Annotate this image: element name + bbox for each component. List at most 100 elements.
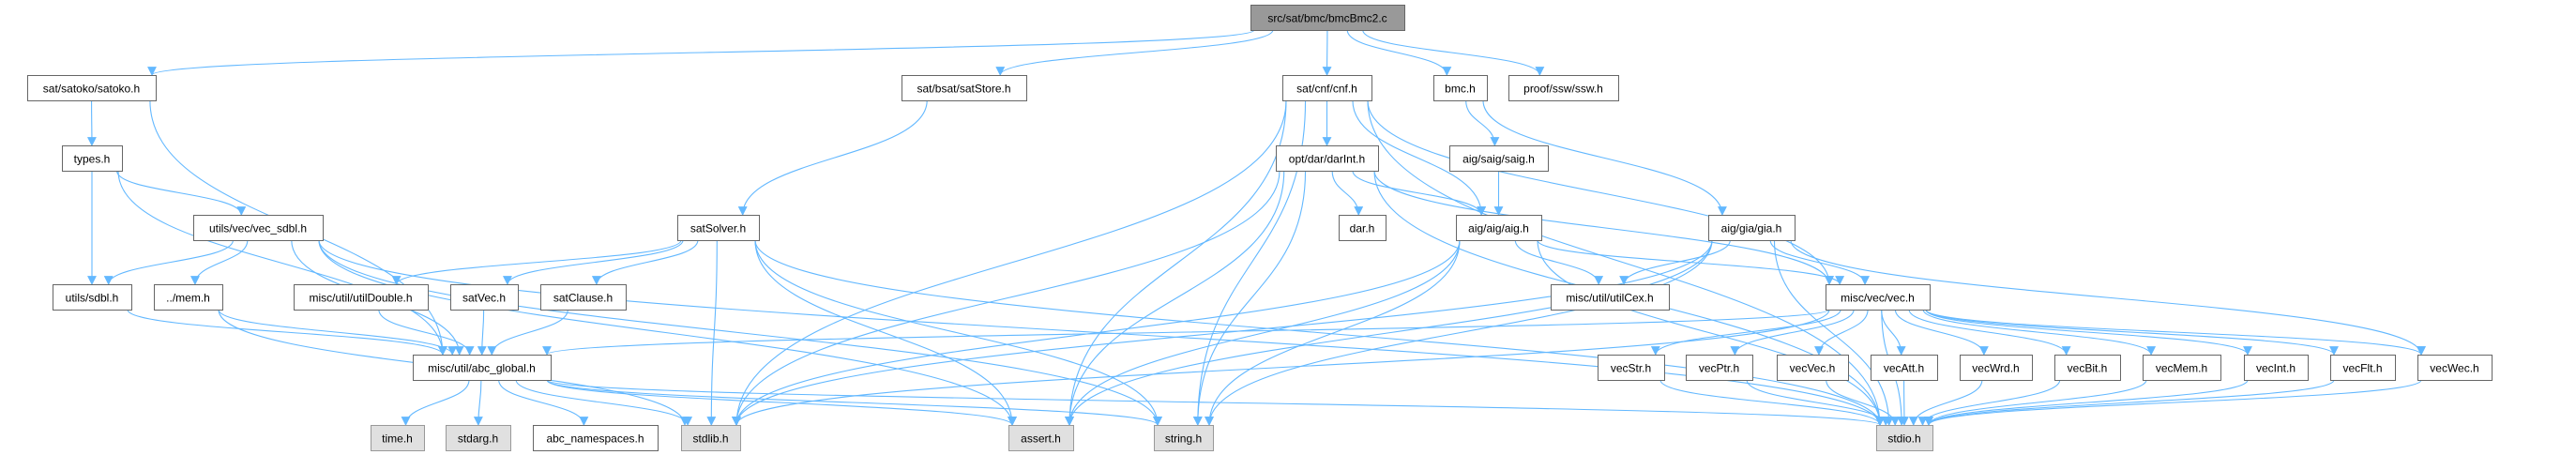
edge-vec-to-vecFlt <box>1925 309 2339 356</box>
node-box <box>2244 355 2309 381</box>
edge-vec-to-stdlib <box>732 309 1830 426</box>
edge-vecWrd-to-stdio <box>1908 379 1983 426</box>
node-label: vecVec.h <box>1790 362 1836 375</box>
node-box <box>154 284 223 311</box>
node-box <box>1876 425 1933 451</box>
node-sdbl[interactable]: utils/sdbl.h <box>53 284 132 311</box>
node-label: assert.h <box>1021 432 1061 446</box>
edge-vec_sdbl-to-sdbl <box>103 239 234 285</box>
node-satVec[interactable]: satVec.h <box>450 284 519 311</box>
edge-abc_global-to-time <box>401 379 470 426</box>
edge-gia-to-assert <box>1065 239 1713 426</box>
edge-abc_global-to-string <box>546 379 1162 426</box>
node-vecStr[interactable]: vecStr.h <box>1598 355 1665 381</box>
edge-satSolver-to-string <box>754 239 1162 426</box>
edge-vec-to-vecMem <box>1922 309 2156 356</box>
edge-aig-to-stdio <box>1537 239 1885 426</box>
nodes-layer: src/sat/bmc/bmcBmc2.c sat/satoko/satoko.h… <box>27 5 2493 451</box>
node-aig[interactable]: aig/aig/aig.h <box>1456 215 1542 241</box>
node-time: time.h <box>371 425 425 451</box>
node-satoko[interactable]: sat/satoko/satoko.h <box>27 75 157 101</box>
node-box <box>27 75 157 101</box>
node-utilDouble[interactable]: misc/util/utilDouble.h <box>294 284 429 311</box>
edge-gia-to-utilCex <box>1619 239 1731 285</box>
edge-satSolver-to-utilDouble <box>391 239 682 285</box>
node-vecWec[interactable]: vecWec.h <box>2417 355 2493 381</box>
edge-vec-to-vecBit <box>1908 309 2071 356</box>
node-abc-global[interactable]: misc/util/abc_global.h <box>413 355 552 381</box>
edge-satSolver-to-stdio <box>754 239 1885 426</box>
node-label: satClause.h <box>553 292 613 305</box>
edge-abc_global-to-stdarg <box>473 379 483 426</box>
node-vecPtr[interactable]: vecPtr.h <box>1686 355 1753 381</box>
node-ssw[interactable]: proof/ssw/ssw.h <box>1508 75 1619 101</box>
node-box <box>2417 355 2493 381</box>
node-saig[interactable]: aig/saig/saig.h <box>1449 145 1549 172</box>
edge-gia-to-vecWec <box>1790 239 2426 356</box>
node-vecInt[interactable]: vecInt.h <box>2244 355 2309 381</box>
node-types[interactable]: types.h <box>62 145 123 172</box>
node-box <box>413 355 552 381</box>
edge-satSolver-to-assert <box>754 239 1017 426</box>
node-satClause[interactable]: satClause.h <box>540 284 627 311</box>
node-label: misc/vec/vec.h <box>1841 292 1915 305</box>
edge-darInt-to-stdlib <box>732 170 1280 426</box>
node-cnf[interactable]: sat/cnf/cnf.h <box>1282 75 1372 101</box>
node-box <box>1282 75 1372 101</box>
edge-darInt-to-dar <box>1331 170 1364 216</box>
node-box <box>446 425 511 451</box>
node-bmc[interactable]: bmc.h <box>1433 75 1488 101</box>
edge-abc_global-to-abc_namespaces <box>498 379 589 426</box>
node-label: misc/util/utilCex.h <box>1566 292 1653 305</box>
edge-vecFlt-to-stdio <box>1924 379 2335 426</box>
node-vec[interactable]: misc/vec/vec.h <box>1826 284 1931 311</box>
edge-aig-to-string <box>1205 239 1461 426</box>
edge-cnf-to-stdio <box>1367 99 1885 426</box>
node-label: opt/dar/darInt.h <box>1289 153 1365 166</box>
node-vecBit[interactable]: vecBit.h <box>2054 355 2121 381</box>
node-satSolver[interactable]: satSolver.h <box>677 215 760 241</box>
node-root[interactable]: src/sat/bmc/bmcBmc2.c <box>1250 5 1405 31</box>
node-label: vecPtr.h <box>1699 362 1739 375</box>
node-label: sat/cnf/cnf.h <box>1296 83 1357 96</box>
edge-vec-to-vecInt <box>1925 309 2252 356</box>
node-vecVec[interactable]: vecVec.h <box>1777 355 1849 381</box>
node-box <box>540 284 627 311</box>
node-label: aig/aig/aig.h <box>1468 222 1529 235</box>
edge-vecMem-to-stdio <box>1924 379 2147 426</box>
node-vec-sdbl[interactable]: utils/vec/vec_sdbl.h <box>193 215 324 241</box>
node-box <box>1777 355 1849 381</box>
node-label: utils/vec/vec_sdbl.h <box>209 222 307 235</box>
node-box <box>1433 75 1488 101</box>
node-stdarg: stdarg.h <box>446 425 511 451</box>
node-label: time.h <box>382 432 413 446</box>
node-label: ../mem.h <box>166 292 210 305</box>
node-abc-namespaces[interactable]: abc_namespaces.h <box>533 425 659 451</box>
node-box <box>2054 355 2121 381</box>
node-box <box>371 425 425 451</box>
edge-vec_sdbl-to-string <box>318 239 1162 426</box>
edge-bmc-to-gia <box>1482 99 1727 216</box>
node-label: aig/gia/gia.h <box>1721 222 1782 235</box>
node-label: types.h <box>74 153 111 166</box>
node-box <box>681 425 741 451</box>
node-vecWrd[interactable]: vecWrd.h <box>1960 355 2033 381</box>
node-mem[interactable]: ../mem.h <box>154 284 223 311</box>
node-box <box>1686 355 1753 381</box>
edge-satStore-to-satSolver <box>737 99 928 216</box>
node-box <box>902 75 1027 101</box>
node-box <box>1598 355 1665 381</box>
edge-vec-to-vecStr <box>1650 309 1841 356</box>
node-string: string.h <box>1154 425 1214 451</box>
node-vecAtt[interactable]: vecAtt.h <box>1871 355 1938 381</box>
node-dar[interactable]: dar.h <box>1339 215 1386 241</box>
node-label: string.h <box>1165 432 1202 446</box>
node-vecMem[interactable]: vecMem.h <box>2143 355 2221 381</box>
node-vecFlt[interactable]: vecFlt.h <box>2330 355 2396 381</box>
edge-vec_sdbl-to-assert <box>318 239 1017 426</box>
edge-cnf-to-stdlib <box>732 99 1287 426</box>
node-satStore[interactable]: sat/bsat/satStore.h <box>902 75 1027 101</box>
node-darInt[interactable]: opt/dar/darInt.h <box>1276 145 1379 172</box>
node-utilCex[interactable]: misc/util/utilCex.h <box>1551 284 1670 311</box>
node-gia[interactable]: aig/gia/gia.h <box>1708 215 1796 241</box>
